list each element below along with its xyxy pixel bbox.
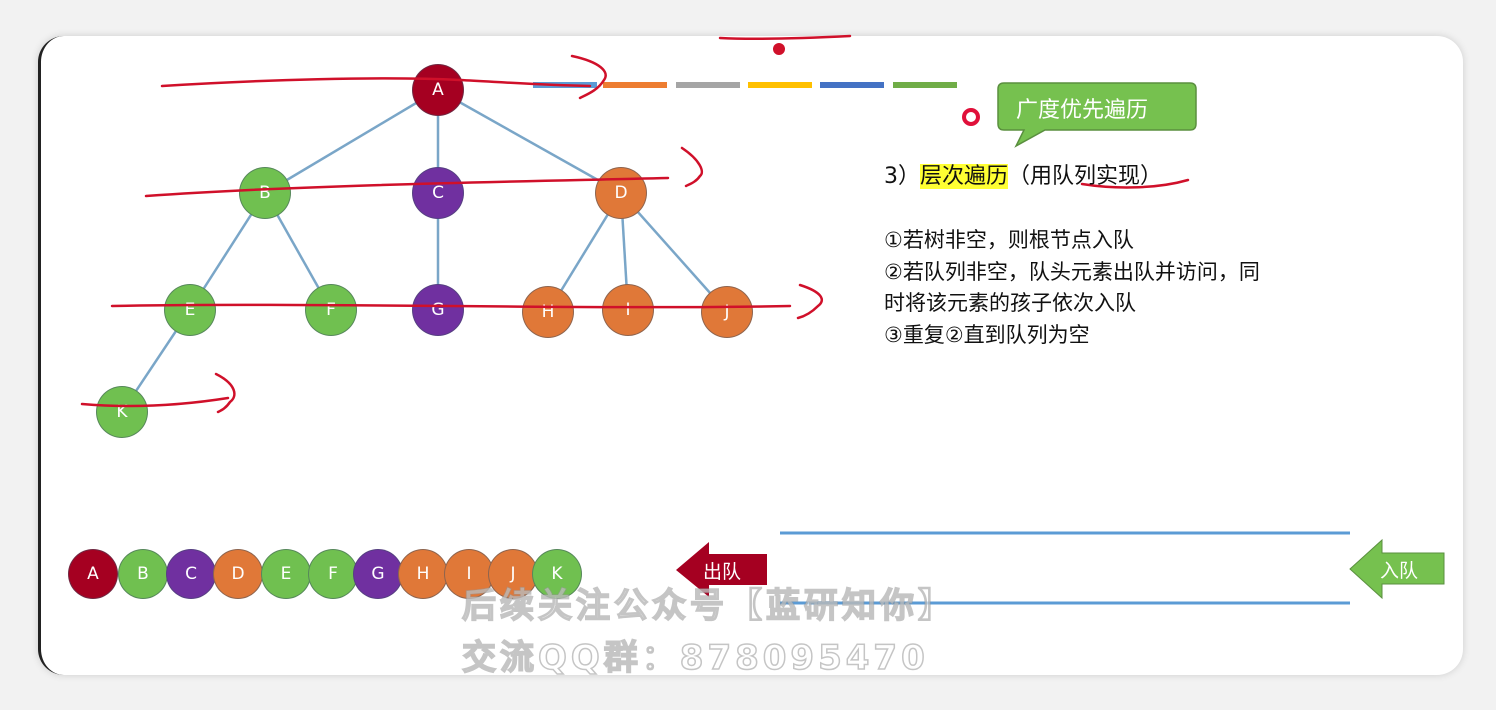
queue-item: A	[68, 549, 118, 599]
tree-node-C: C	[412, 167, 464, 219]
pen-annotations	[80, 34, 1190, 414]
watermark-line-1: 后续关注公众号【蓝研知你】	[461, 585, 956, 627]
queue-item: G	[353, 549, 403, 599]
queue-item: B	[118, 549, 168, 599]
pointer-icon	[962, 108, 980, 126]
enqueue-label: 入队	[1380, 560, 1419, 582]
queue-item: J	[488, 549, 538, 599]
heading: 3）层次遍历（用队列实现）	[884, 158, 1162, 190]
heading-num: 3）	[884, 164, 920, 189]
color-bar	[603, 82, 667, 88]
watermark-line-2: 交流QQ群：878095470	[461, 637, 929, 679]
queue-item: K	[532, 549, 582, 599]
tree-node-D: D	[595, 167, 647, 219]
step-2: ②若队列非空，队头元素出队并访问，同	[884, 260, 1260, 284]
callout-text: 广度优先遍历	[1016, 98, 1149, 123]
tree-node-J: J	[701, 286, 753, 338]
tree-node-K: K	[96, 386, 148, 438]
tree-node-B: B	[239, 167, 291, 219]
color-bar	[748, 82, 812, 88]
dequeue-arrow-icon	[676, 542, 767, 597]
color-bar	[893, 82, 957, 88]
queue-item: I	[444, 549, 494, 599]
tree-node-F: F	[305, 284, 357, 336]
enqueue-arrow-icon	[1349, 538, 1445, 600]
color-bar	[820, 82, 884, 88]
color-bar	[676, 82, 740, 88]
tree-edge	[437, 88, 622, 195]
heading-highlight: 层次遍历	[920, 164, 1009, 189]
tree-node-E: E	[164, 284, 216, 336]
step-1: ①若树非空，则根节点入队	[884, 228, 1134, 252]
tree-node-H: H	[522, 286, 574, 338]
step-2-cont: 时将该元素的孩子依次入队	[884, 291, 1136, 315]
step-3: ③重复②直到队列为空	[884, 323, 1090, 347]
queue-item: F	[308, 549, 358, 599]
tree-edge	[264, 88, 439, 195]
dequeue-label: 出队	[703, 561, 742, 583]
heading-rest: （用队列实现）	[1008, 164, 1163, 189]
tree-node-I: I	[602, 284, 654, 336]
queue-item: E	[261, 549, 311, 599]
tree-node-A: A	[412, 64, 464, 116]
